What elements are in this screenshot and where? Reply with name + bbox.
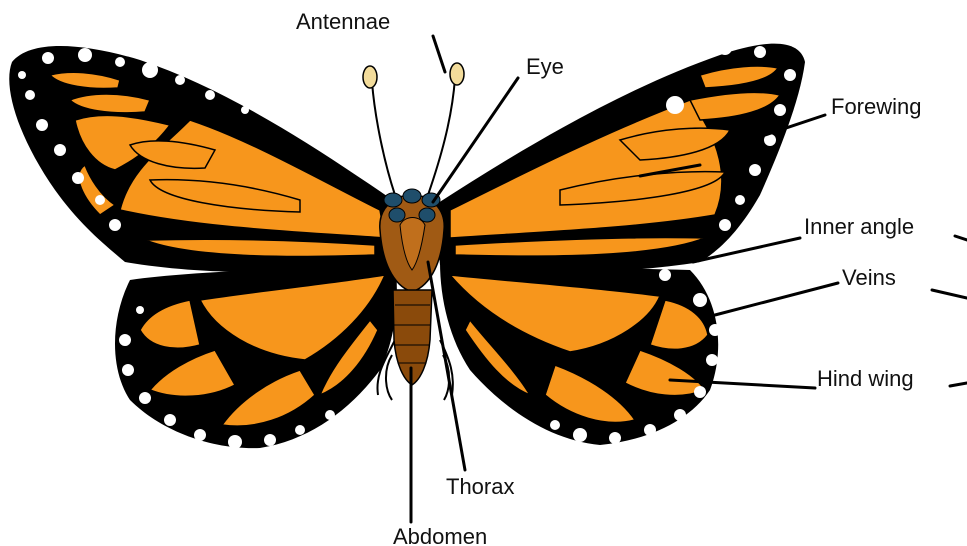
right-forewing (435, 41, 805, 272)
label-forewing: Forewing (831, 94, 921, 119)
right-hind-wing (440, 262, 721, 445)
antennae (363, 63, 464, 195)
label-eye: Eye (526, 54, 564, 79)
antennae-leader (433, 36, 445, 72)
label-abdomen: Abdomen (393, 524, 487, 546)
label-thorax: Thorax (446, 474, 514, 499)
inner-angle-leader-right (955, 236, 967, 240)
left-forewing (9, 46, 400, 272)
label-antennae: Antennae (296, 9, 390, 34)
hind-wing-leader-right (950, 383, 967, 386)
left-antenna-club (363, 66, 377, 88)
veins-leader (715, 283, 838, 315)
right-antenna-club (450, 63, 464, 85)
label-inner-angle: Inner angle (804, 214, 914, 239)
label-veins: Veins (842, 265, 896, 290)
veins-leader-right (932, 290, 967, 298)
label-hind-wing: Hind wing (817, 366, 914, 391)
left-hind-wing (115, 262, 397, 449)
